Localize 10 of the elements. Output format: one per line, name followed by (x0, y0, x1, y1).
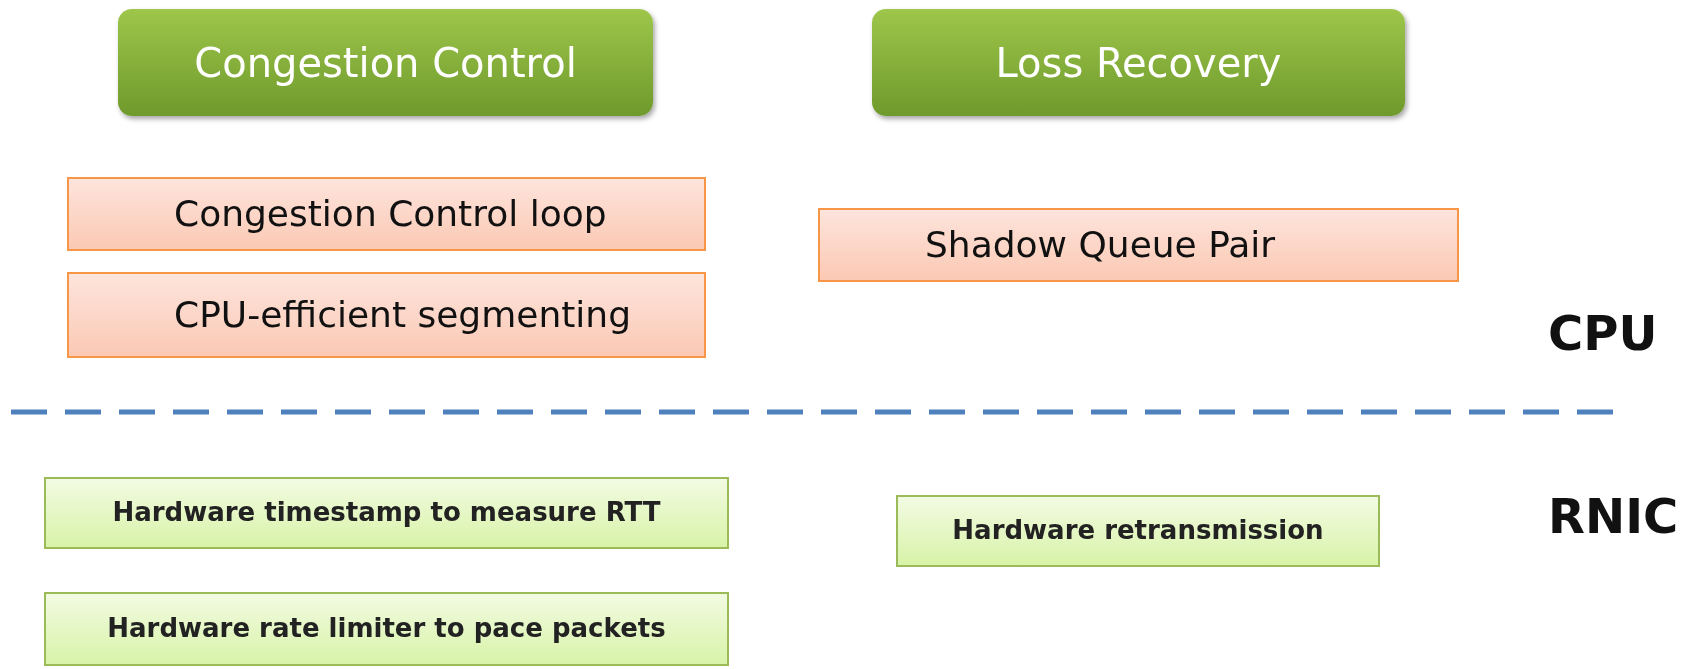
process-box: Hardware timestamp to measure RTT (44, 477, 729, 549)
layer-label: CPU (1548, 305, 1658, 361)
process-box: Hardware rate limiter to pace packets (44, 592, 729, 666)
process-box: Hardware retransmission (896, 495, 1380, 567)
process-box: Congestion Control loop (67, 177, 706, 251)
process-box: Shadow Queue Pair (818, 208, 1459, 282)
layer-label: RNIC (1548, 488, 1679, 544)
header-box: Congestion Control (118, 9, 653, 116)
process-box: CPU-efficient segmenting (67, 272, 706, 358)
header-box: Loss Recovery (872, 9, 1405, 116)
